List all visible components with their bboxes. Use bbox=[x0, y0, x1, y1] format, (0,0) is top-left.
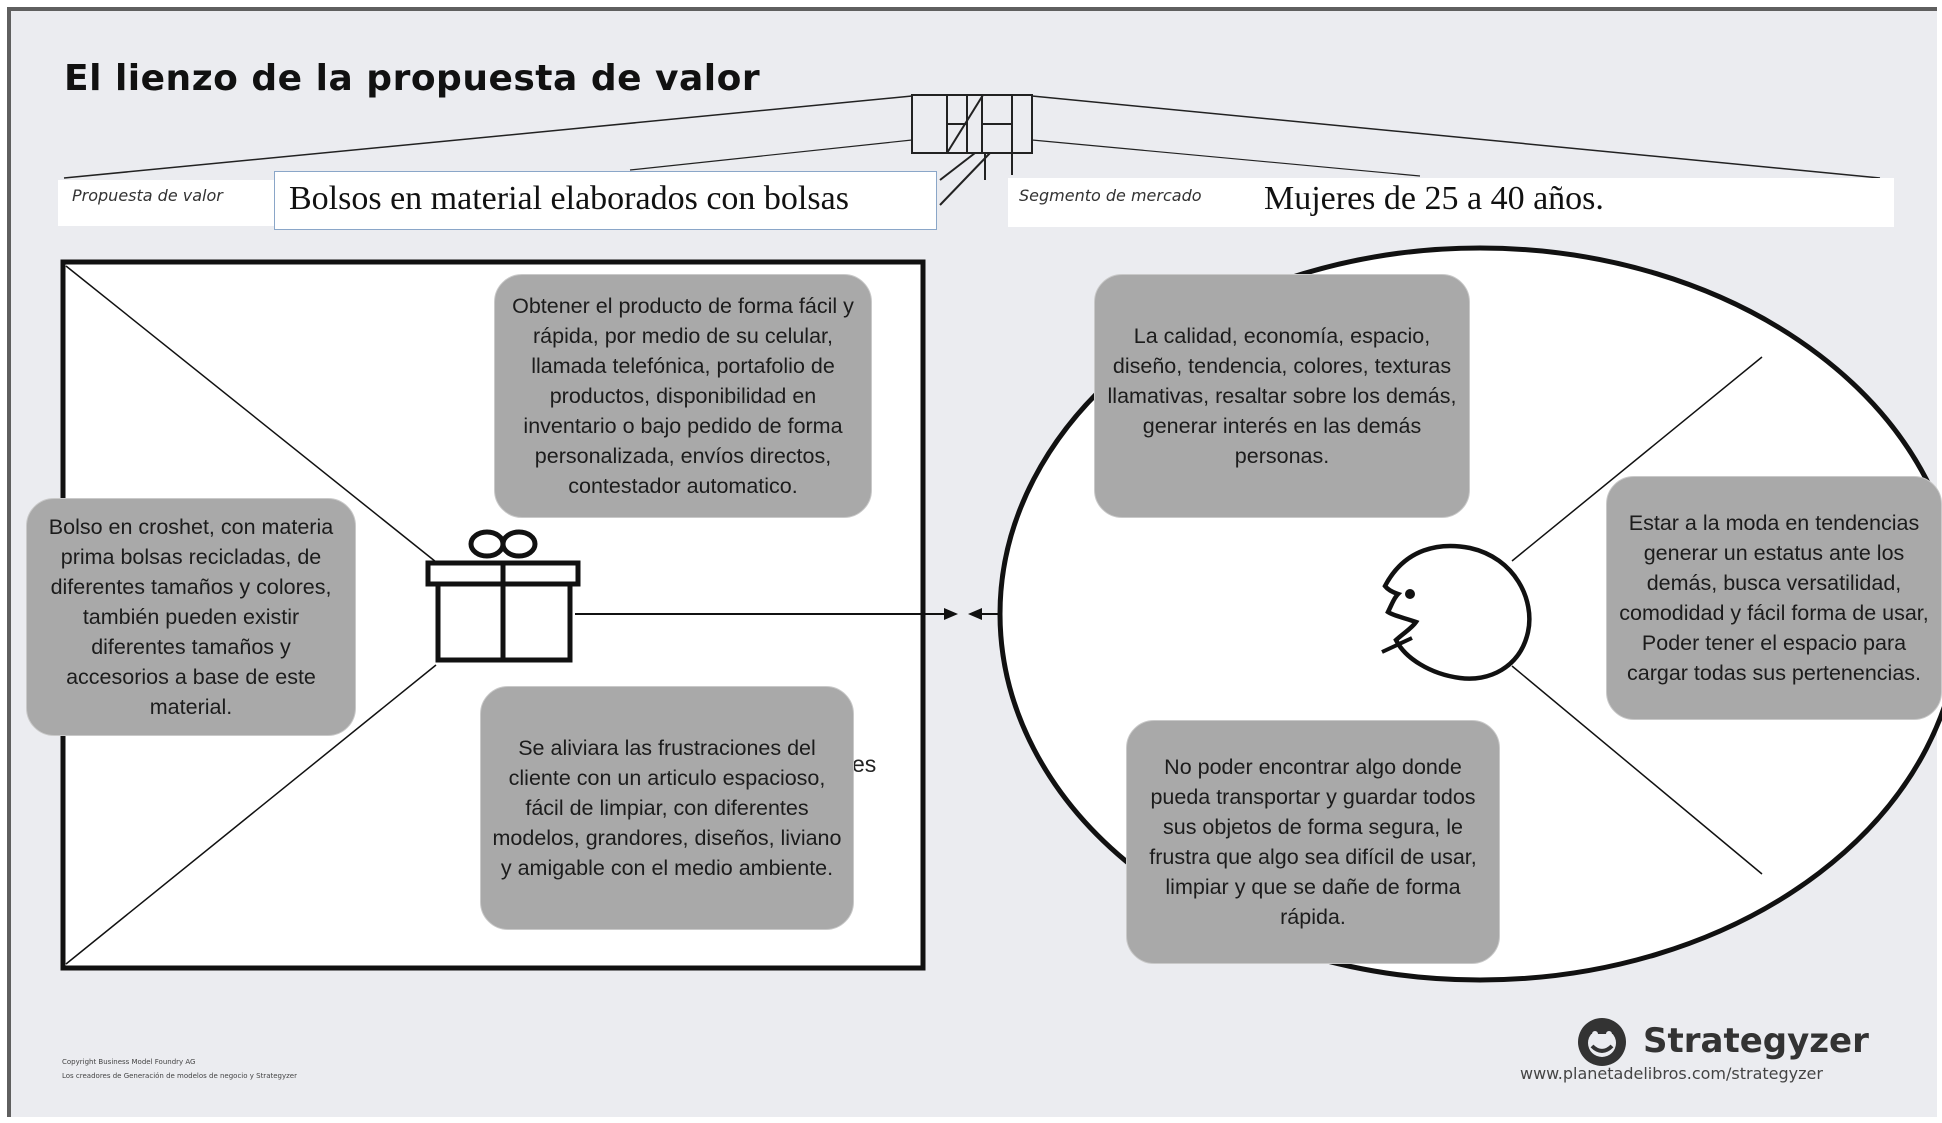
note-gain-creators[interactable]: Obtener el producto de forma fácil y ráp… bbox=[494, 274, 872, 518]
strategyzer-logo-icon bbox=[1578, 1018, 1626, 1066]
note-gains[interactable]: La calidad, economía, espacio, diseño, t… bbox=[1094, 274, 1470, 518]
note-gain-creators-text: Obtener el producto de forma fácil y ráp… bbox=[512, 294, 854, 498]
copyright-line-1: Copyright Business Model Foundry AG bbox=[62, 1058, 196, 1066]
gift-icon bbox=[425, 529, 581, 663]
canvas-mini-icon bbox=[911, 94, 1033, 206]
market-segment-bar bbox=[1008, 178, 1894, 227]
copyright-line-2: Los creadores de Generación de modelos d… bbox=[62, 1072, 297, 1080]
market-segment-label: Segmento de mercado bbox=[1019, 186, 1202, 205]
note-customer-jobs[interactable]: Estar a la moda en tendencias generar un… bbox=[1606, 476, 1942, 720]
brand-name: Strategyzer bbox=[1643, 1021, 1869, 1061]
note-gains-text: La calidad, economía, espacio, diseño, t… bbox=[1107, 324, 1457, 468]
note-pains[interactable]: No poder encontrar algo donde pueda tran… bbox=[1126, 720, 1500, 964]
value-proposition-value: Bolsos en material elaborados con bolsas bbox=[289, 180, 849, 217]
face-icon bbox=[1381, 543, 1532, 681]
brand-url[interactable]: www.planetadelibros.com/strategyzer bbox=[1520, 1064, 1823, 1083]
note-products-text: Bolso en croshet, con materia prima bols… bbox=[48, 515, 334, 719]
market-segment-value[interactable]: Mujeres de 25 a 40 años. bbox=[1264, 180, 1604, 217]
note-pain-relievers-text: Se aliviara las frustraciones del client… bbox=[492, 736, 842, 880]
note-pains-text: No poder encontrar algo donde pueda tran… bbox=[1149, 755, 1477, 929]
arrow-right-icon bbox=[944, 608, 958, 620]
hidden-fragment-text: es bbox=[852, 751, 877, 777]
value-proposition-label: Propuesta de valor bbox=[72, 186, 223, 205]
note-products[interactable]: Bolso en croshet, con materia prima bols… bbox=[26, 498, 356, 736]
value-proposition-field[interactable] bbox=[274, 171, 937, 230]
arrow-left-icon bbox=[968, 608, 982, 620]
page-title: El lienzo de la propuesta de valor bbox=[64, 58, 761, 99]
note-pain-relievers[interactable]: Se aliviara las frustraciones del client… bbox=[480, 686, 854, 930]
note-customer-jobs-text: Estar a la moda en tendencias generar un… bbox=[1619, 511, 1929, 685]
value-proposition-bar bbox=[58, 180, 278, 226]
